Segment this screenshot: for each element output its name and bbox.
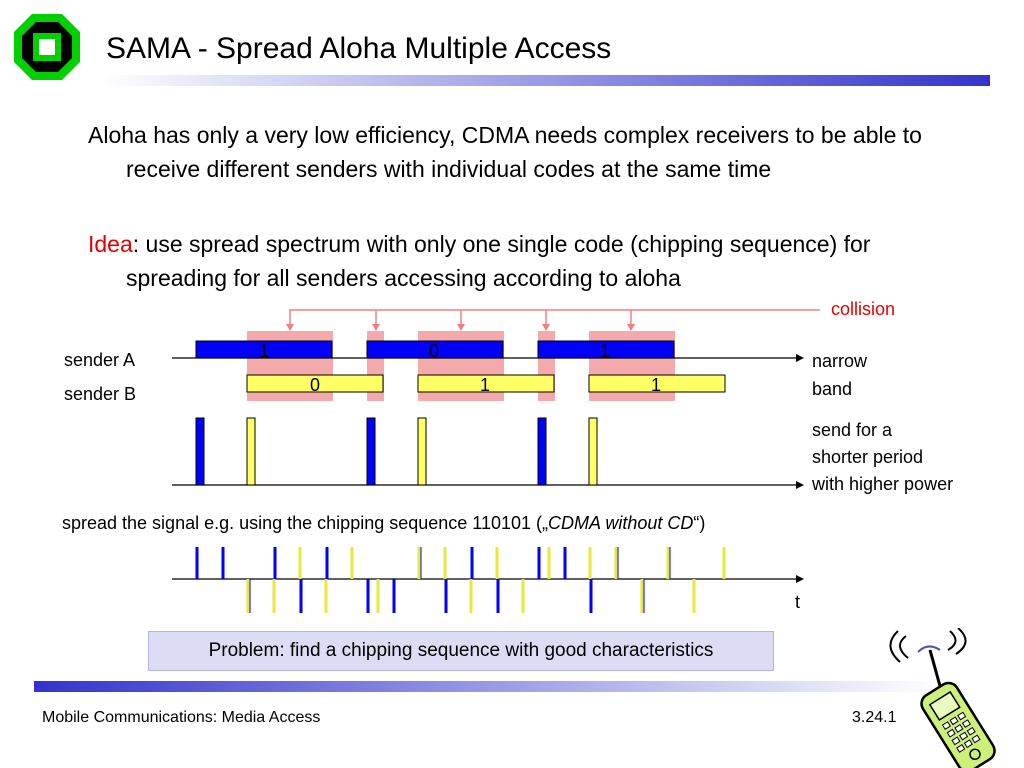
collision-arrowhead: [457, 324, 465, 331]
sender-frames: [195, 340, 726, 393]
page-title: SAMA - Spread Aloha Multiple Access: [106, 32, 612, 65]
shorter-period-label-line1: send for a: [812, 420, 893, 440]
sender-a-pulse: [195, 417, 205, 486]
spread-chips: [195, 547, 726, 613]
sender-b-pulse: [588, 417, 598, 486]
timeline-arrowhead: [796, 575, 804, 583]
collision-arrowhead: [286, 324, 294, 331]
collision-label: collision: [831, 299, 896, 319]
sender-b-pulse: [417, 417, 427, 486]
idea-highlight: Idea: [88, 231, 133, 257]
title-gradient-bar: [100, 75, 990, 86]
collision-arrowhead: [372, 324, 380, 331]
bullet-text: : use spread spectrum with only one sing…: [126, 231, 871, 291]
sender-a-frame: [366, 340, 504, 359]
time-axis-label: t: [795, 592, 801, 612]
sender-a-bit: 0: [429, 341, 440, 361]
sender-a-bit: 1: [600, 341, 611, 361]
sender-a-frame: [537, 340, 675, 359]
collision-arrows: [286, 309, 820, 331]
short-pulses: [195, 417, 598, 486]
sender-b-frame: [246, 374, 384, 393]
footer-slide-number: 3.24.1: [852, 709, 897, 726]
timeline-arrowhead: [796, 354, 804, 362]
footer-gradient-bar: [34, 681, 940, 692]
sender-b-bit: 0: [310, 375, 321, 395]
collision-arrowhead: [627, 324, 635, 331]
collision-bracket: [289, 309, 820, 330]
mobile-phone-icon: [889, 628, 996, 768]
sender-b-label: sender B: [64, 384, 137, 404]
bullet-aloha-efficiency: Aloha has only a very low efficiency, CD…: [88, 118, 938, 186]
collision-arrowhead: [542, 324, 550, 331]
bullet-idea: Idea: use spread spectrum with only one …: [88, 227, 938, 295]
narrow-band-label-line2: band: [812, 379, 853, 399]
sender-b-frame: [417, 374, 555, 393]
sender-a-bit: 1: [259, 341, 270, 361]
sender-b-frame: [588, 374, 726, 393]
problem-statement-box: Problem: find a chipping sequence with g…: [148, 631, 774, 671]
narrow-band-label-line1: narrow: [812, 351, 868, 371]
shorter-period-label-line2: shorter period: [812, 447, 924, 467]
sender-a-label: sender A: [64, 350, 136, 370]
sender-a-frame: [195, 340, 333, 359]
sender-b-bit: 1: [480, 375, 491, 395]
spread-caption: spread the signal e.g. using the chippin…: [62, 513, 706, 533]
shorter-period-label-line3: with higher power: [812, 474, 954, 494]
sender-a-pulse: [537, 417, 547, 486]
university-logo-icon: [14, 14, 80, 80]
sender-b-bit: 1: [651, 375, 662, 395]
sender-a-pulse: [366, 417, 376, 486]
footer-course-title: Mobile Communications: Media Access: [42, 709, 321, 726]
timeline-arrowhead: [796, 481, 804, 489]
sender-b-pulse: [246, 417, 256, 486]
bullet-text: Aloha has only a very low efficiency, CD…: [88, 122, 922, 182]
